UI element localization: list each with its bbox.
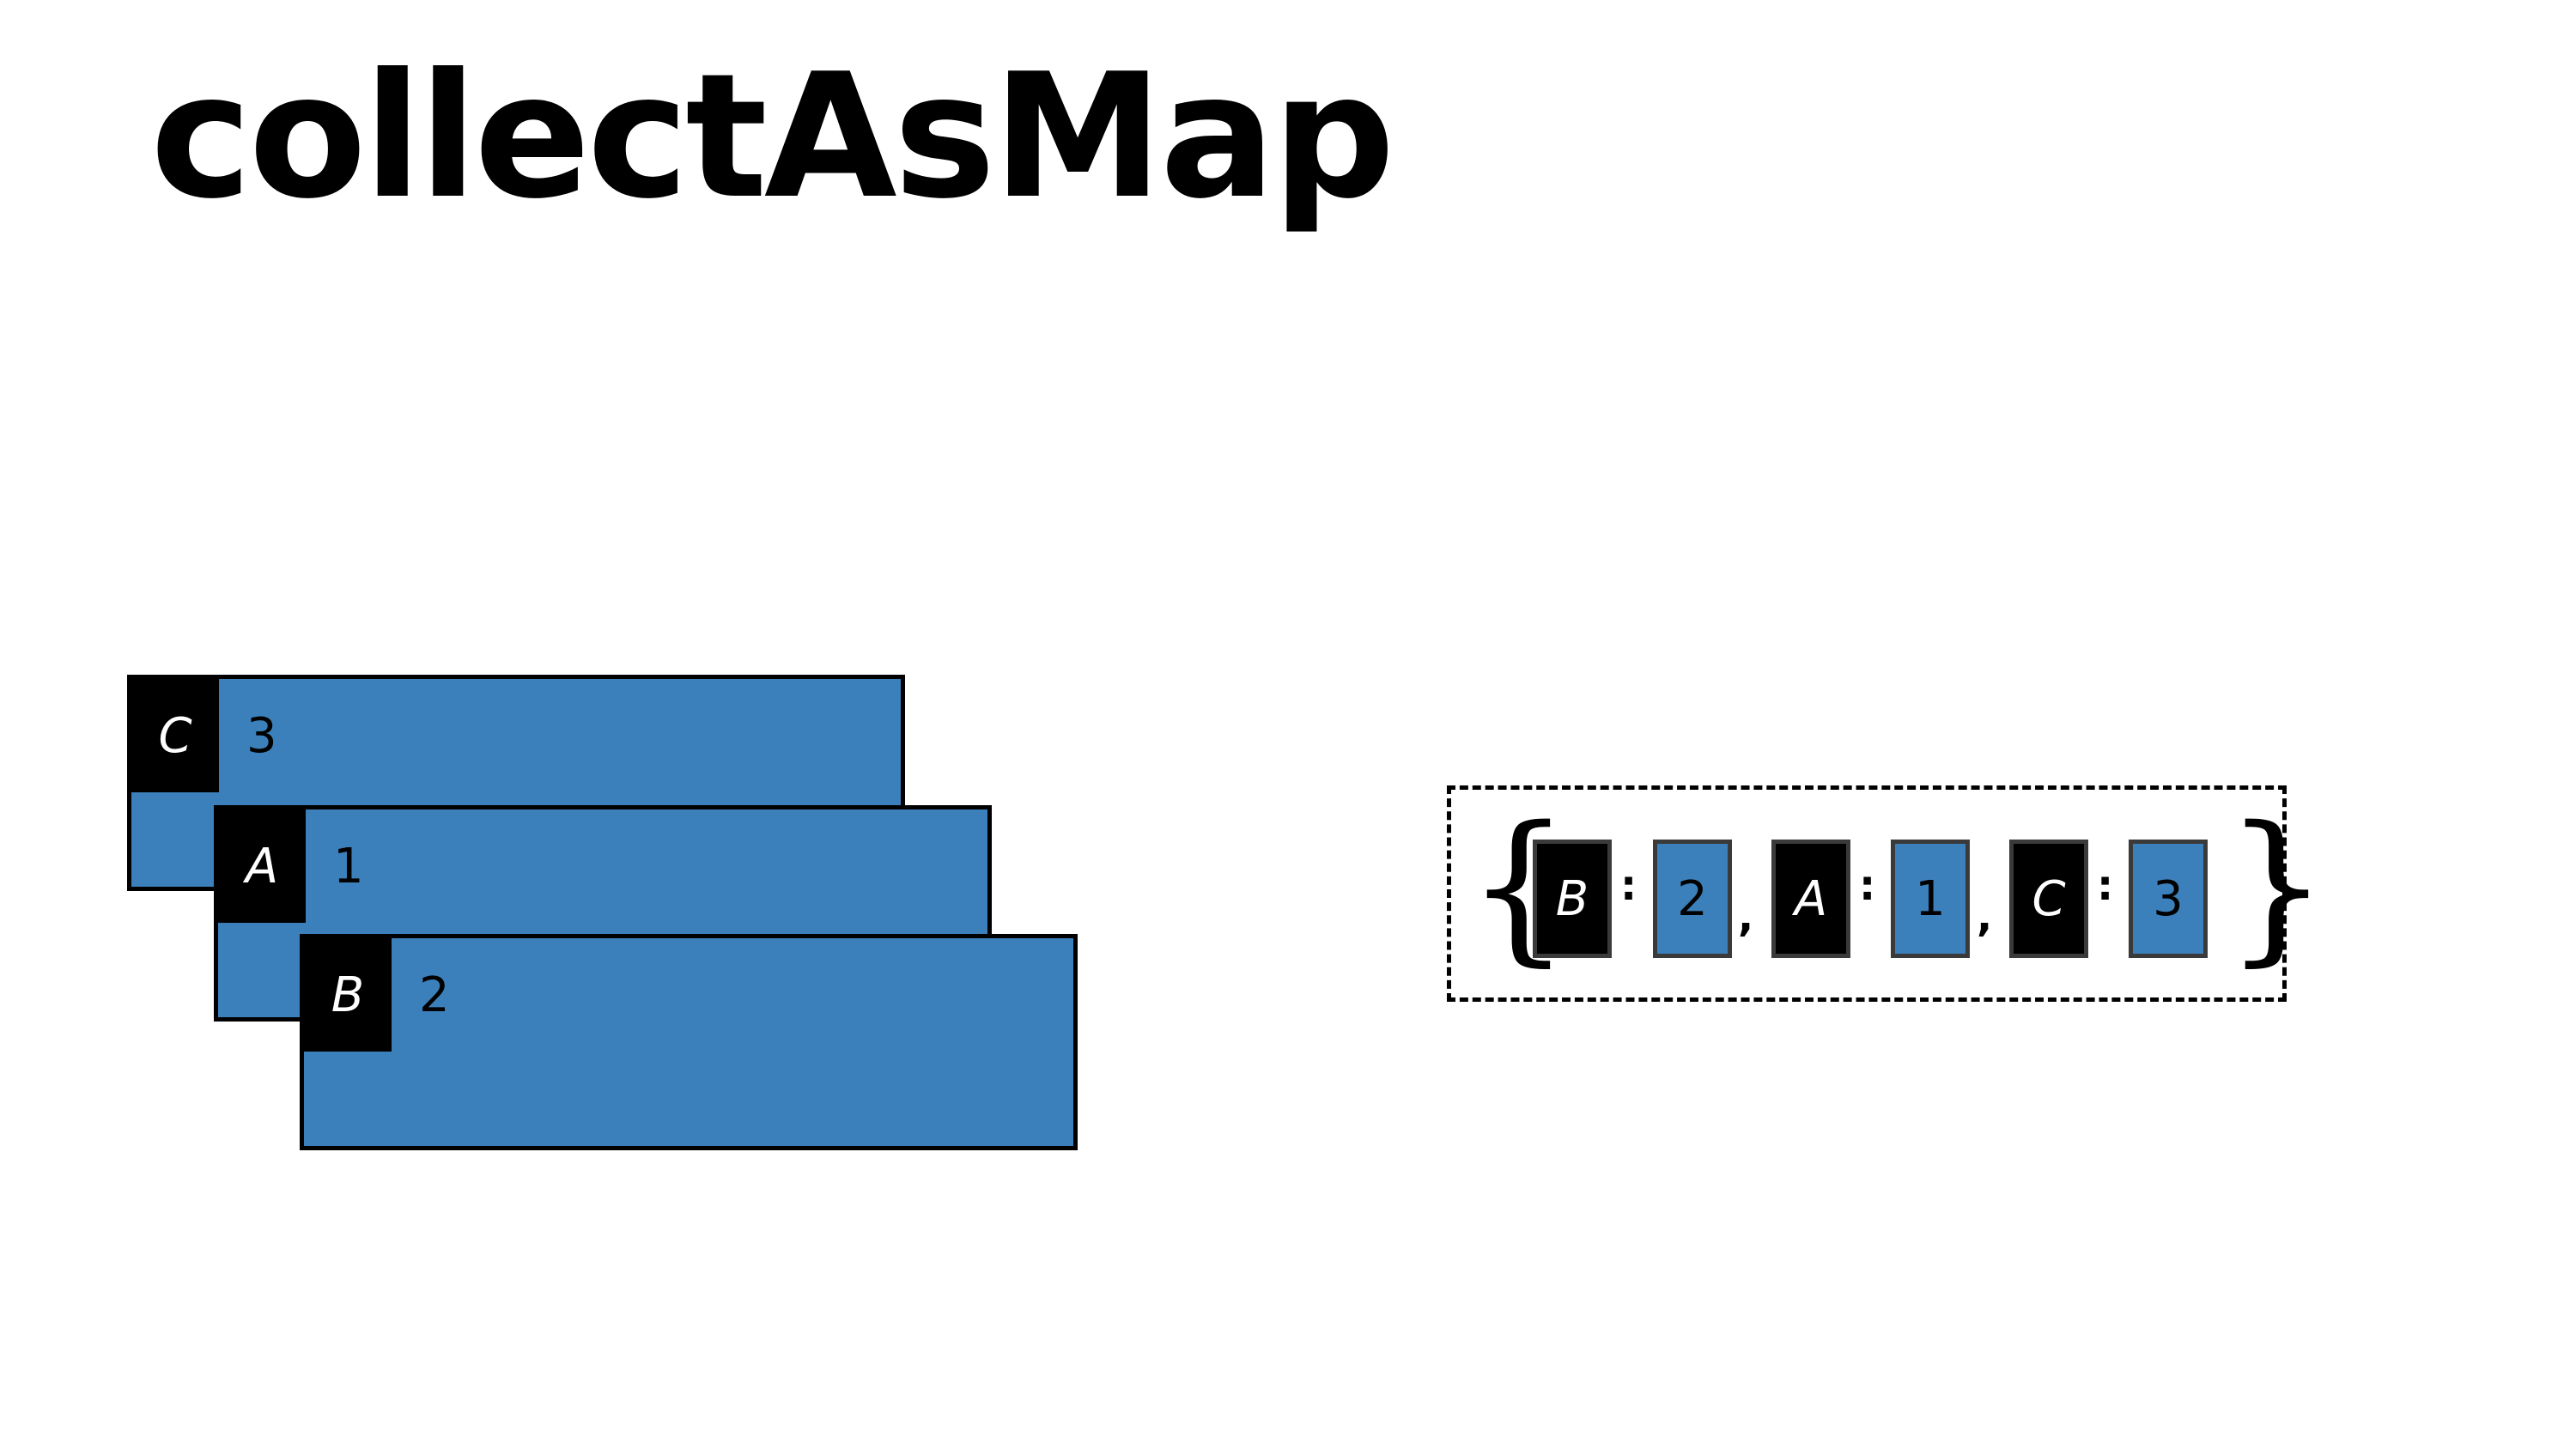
- comma-separator: ,: [1738, 893, 1754, 941]
- map-entry-value-1: 1: [1891, 840, 1970, 958]
- map-entry-key-b: B: [1533, 840, 1612, 958]
- record-value: 2: [419, 967, 450, 1023]
- record-value: 3: [246, 707, 277, 764]
- record-key: C: [131, 679, 219, 792]
- comma-separator: ,: [1977, 893, 1993, 941]
- page-title: collectAsMap: [150, 37, 1395, 237]
- close-brace: }: [2225, 791, 2329, 981]
- colon-separator: :: [1620, 862, 1637, 910]
- map-result-box: [1447, 785, 2287, 1002]
- record-b: B 2: [300, 934, 1078, 1150]
- map-entry-key-a: A: [1771, 840, 1850, 958]
- map-entry-key-c: C: [2009, 840, 2088, 958]
- map-entry-value-2: 2: [1653, 840, 1732, 958]
- colon-separator: :: [1859, 862, 1876, 910]
- record-value: 1: [333, 838, 364, 894]
- record-key: A: [218, 809, 306, 923]
- record-key: B: [304, 938, 392, 1052]
- colon-separator: :: [2097, 862, 2114, 910]
- map-entry-value-3: 3: [2129, 840, 2208, 958]
